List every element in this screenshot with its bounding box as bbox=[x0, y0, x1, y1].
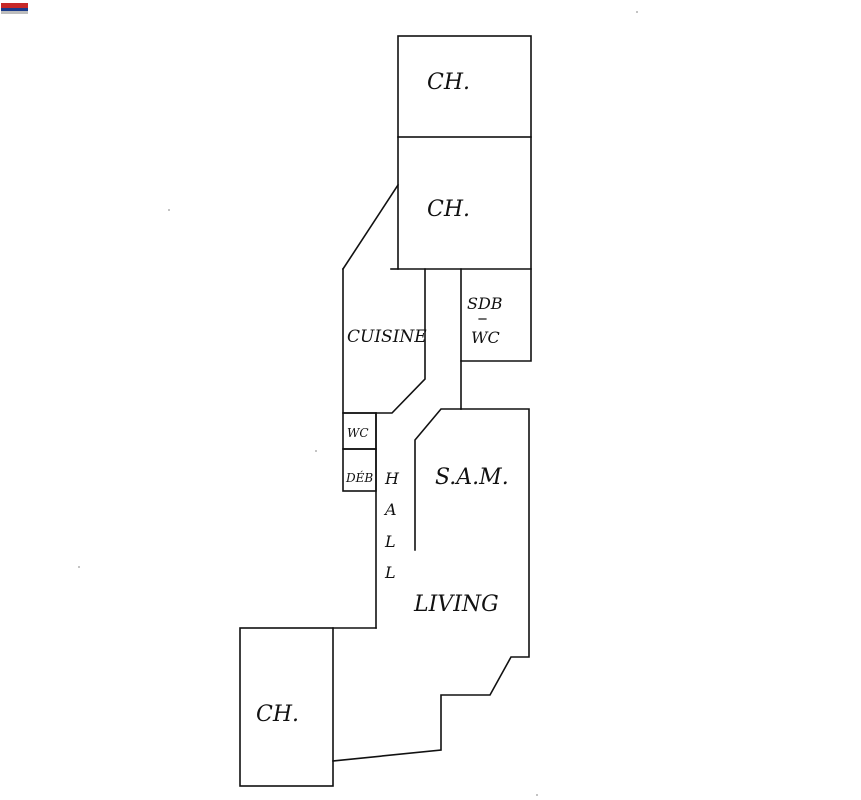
label-bedroom-middle: CH. bbox=[427, 197, 470, 222]
label-living: LIVING bbox=[413, 592, 499, 617]
label-wc: WC bbox=[347, 426, 369, 440]
flag-logo-icon bbox=[1, 3, 28, 14]
kitchen-walls bbox=[342, 268, 426, 414]
svg-text:L: L bbox=[384, 563, 396, 582]
svg-text:L: L bbox=[384, 532, 396, 551]
label-bathroom-wc: WC bbox=[471, 328, 500, 347]
diagonal-wall bbox=[341, 183, 400, 271]
scan-specks bbox=[78, 11, 638, 796]
label-hall: H A L L bbox=[383, 469, 400, 582]
bedroom-top-walls bbox=[397, 35, 532, 138]
dining-partition bbox=[414, 408, 462, 551]
bedroom-middle-walls bbox=[397, 136, 532, 270]
walls bbox=[239, 35, 532, 787]
label-dining-room: S.A.M. bbox=[435, 465, 509, 490]
label-closet: DÉB bbox=[345, 470, 373, 485]
label-kitchen: CUISINE bbox=[347, 327, 427, 347]
label-bathroom: SDB bbox=[467, 294, 503, 313]
living-outer-walls bbox=[332, 408, 530, 762]
svg-text:H: H bbox=[384, 469, 400, 488]
label-bedroom-bottom: CH. bbox=[256, 702, 299, 727]
svg-text:A: A bbox=[383, 500, 397, 519]
label-bedroom-top: CH. bbox=[427, 70, 470, 95]
bedroom-bottom-walls bbox=[239, 627, 334, 787]
bathroom-walls bbox=[460, 268, 532, 362]
